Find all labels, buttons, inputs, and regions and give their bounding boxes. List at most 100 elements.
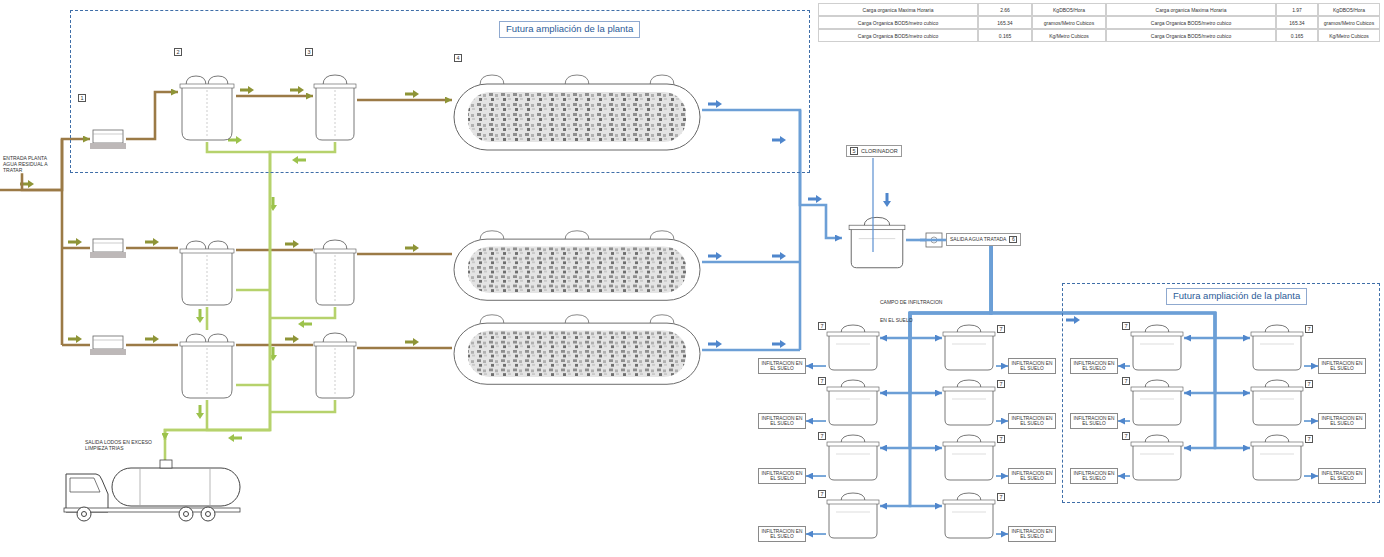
expansion-region: Futura ampliación de la planta1234 xyxy=(70,10,810,173)
sludge-pipe xyxy=(206,307,209,330)
callout-number: 6 xyxy=(1009,236,1017,244)
pipe-connector xyxy=(880,246,991,338)
pipe-connector xyxy=(1304,365,1318,367)
label-text: INFILTRACION EN EL SUELO xyxy=(761,416,803,427)
tank-unit: 7 xyxy=(826,490,880,540)
label-text: gramos/Metro Cubicos xyxy=(1044,20,1094,26)
tank-unit: 4 xyxy=(452,72,702,154)
pipe-connector xyxy=(991,246,1215,448)
label-text: INFILTRACION EN EL SUELO xyxy=(761,529,803,540)
unit-outline xyxy=(826,432,880,482)
label-box: SALIDA AGUA TRATADA6 xyxy=(946,233,1021,246)
unit-outline xyxy=(1250,432,1304,482)
label-text: INFILTRACION EN EL SUELO xyxy=(1011,529,1053,540)
label-text: INFILTRACION EN EL SUELO xyxy=(1073,416,1115,427)
label-text: 1.97 xyxy=(1292,7,1302,13)
callout-number: 7 xyxy=(997,380,1005,388)
table-cell: 0.165 xyxy=(978,29,1032,42)
table-cell: Kg/Metro Cubicos xyxy=(1318,29,1380,42)
pipe-connector xyxy=(1304,420,1318,422)
flow-arrow xyxy=(285,335,299,343)
pipe-connector xyxy=(806,420,826,422)
infiltration-box: INFILTRACION EN EL SUELO xyxy=(1008,358,1056,374)
pipe-connector xyxy=(910,246,991,338)
field-label: CAMPO DE INFILTRACION EN EL SUELO xyxy=(880,290,946,326)
unit-outline xyxy=(1250,377,1304,427)
sludge-truck: SALIDA LODOS EN EXCESO LIMPIEZA TRIAS xyxy=(60,440,245,522)
label-text: INFILTRACION EN EL SUELO xyxy=(1321,416,1363,427)
unit-outline xyxy=(1251,380,1303,425)
region-title: Futura ampliación de la planta xyxy=(499,21,640,38)
unit-outline xyxy=(1131,325,1183,370)
pipe-connector xyxy=(1118,420,1130,422)
callout-number: 7 xyxy=(818,490,826,498)
flow-arrow xyxy=(228,434,242,442)
tank-unit: 2 xyxy=(178,72,236,142)
unit-outline xyxy=(1130,432,1184,482)
tank-unit: 7 xyxy=(826,432,880,482)
table-cell: 165.34 xyxy=(1276,16,1318,29)
table-cell: KgDBO5/Hora xyxy=(1032,3,1106,16)
flow-arrow xyxy=(405,338,419,346)
unit-outline xyxy=(60,454,245,522)
connector-group xyxy=(22,92,1318,534)
filter-tank xyxy=(314,333,356,398)
biofilter-tank xyxy=(454,231,700,301)
chlorinator-tank xyxy=(849,217,905,267)
pipe-connector xyxy=(996,533,1008,535)
pipe-connector xyxy=(996,365,1008,367)
label-text: Carga Organica BOD5/metro cubico xyxy=(1151,33,1231,39)
unit-outline xyxy=(180,76,234,140)
infiltration-box: INFILTRACION EN EL SUELO xyxy=(1008,526,1056,542)
pipe-connector xyxy=(806,365,826,367)
pipe-connector xyxy=(1118,365,1130,367)
filter-tank xyxy=(314,240,356,398)
pipe-connector xyxy=(357,99,452,102)
tank-unit: 7 xyxy=(942,490,996,540)
tank-unit: 7 xyxy=(1130,322,1184,372)
callout-number: 4 xyxy=(454,54,462,62)
sludge-pipe xyxy=(165,290,335,460)
flow-arrow xyxy=(298,320,312,328)
raw-water-pipe xyxy=(0,139,452,348)
pipe-connector xyxy=(991,246,1250,393)
flow-arrow xyxy=(68,238,82,246)
flow-arrow xyxy=(772,340,786,348)
sludge-pipe xyxy=(164,440,167,460)
label-text: INFILTRACION EN EL SUELO xyxy=(1073,361,1115,372)
infiltration-box: INFILTRACION EN EL SUELO xyxy=(758,358,806,374)
unit-outline xyxy=(1131,380,1183,425)
label-box: ENTRADA PLANTA AGUA RESIDUAL A TRATAR xyxy=(3,156,57,173)
label-text: 0.165 xyxy=(999,33,1012,39)
label-text: Carga organica Maxima Horaria xyxy=(863,7,934,13)
label-text: INFILTRACION EN EL SUELO xyxy=(761,361,803,372)
pipe-connector xyxy=(702,110,842,238)
infiltration-box: INFILTRACION EN EL SUELO xyxy=(758,526,806,542)
label-text: INFILTRACION EN EL SUELO xyxy=(1011,361,1053,372)
unit-outline xyxy=(90,128,126,150)
unit-outline xyxy=(943,493,995,538)
callout-number: 7 xyxy=(1305,435,1313,443)
unit-outline xyxy=(942,322,996,372)
table-cell: gramos/Metro Cubicos xyxy=(1318,16,1380,29)
label-text: Carga Organica BOD5/metro cubico xyxy=(1151,20,1231,26)
tank-unit: 7 xyxy=(942,432,996,482)
unit-outline xyxy=(452,72,702,154)
biofilter-tank xyxy=(454,315,700,385)
label-text: SALIDA LODOS EN EXCESO LIMPIEZA TRIAS xyxy=(85,440,157,452)
trap-box xyxy=(90,239,126,258)
callout-number: 7 xyxy=(818,377,826,385)
biofilter-tank xyxy=(454,231,700,385)
label-text: 165.34 xyxy=(1289,20,1304,26)
filter-tank xyxy=(314,240,356,305)
pipe-connector xyxy=(806,475,826,477)
label-text: Carga Organica BOD5/metro cubico xyxy=(858,33,938,39)
table-cell: 2.66 xyxy=(978,3,1032,16)
label-text: Carga organica Maxima Horaria xyxy=(1156,7,1227,13)
tank-unit: 7 xyxy=(1250,322,1304,372)
label-text: SALIDA AGUA TRATADA xyxy=(950,237,1006,243)
pipe-connector xyxy=(165,142,335,440)
flow-arrow xyxy=(68,335,82,343)
flow-arrow xyxy=(708,340,722,348)
table-cell: Kg/Metro Cubicos xyxy=(1032,29,1106,42)
